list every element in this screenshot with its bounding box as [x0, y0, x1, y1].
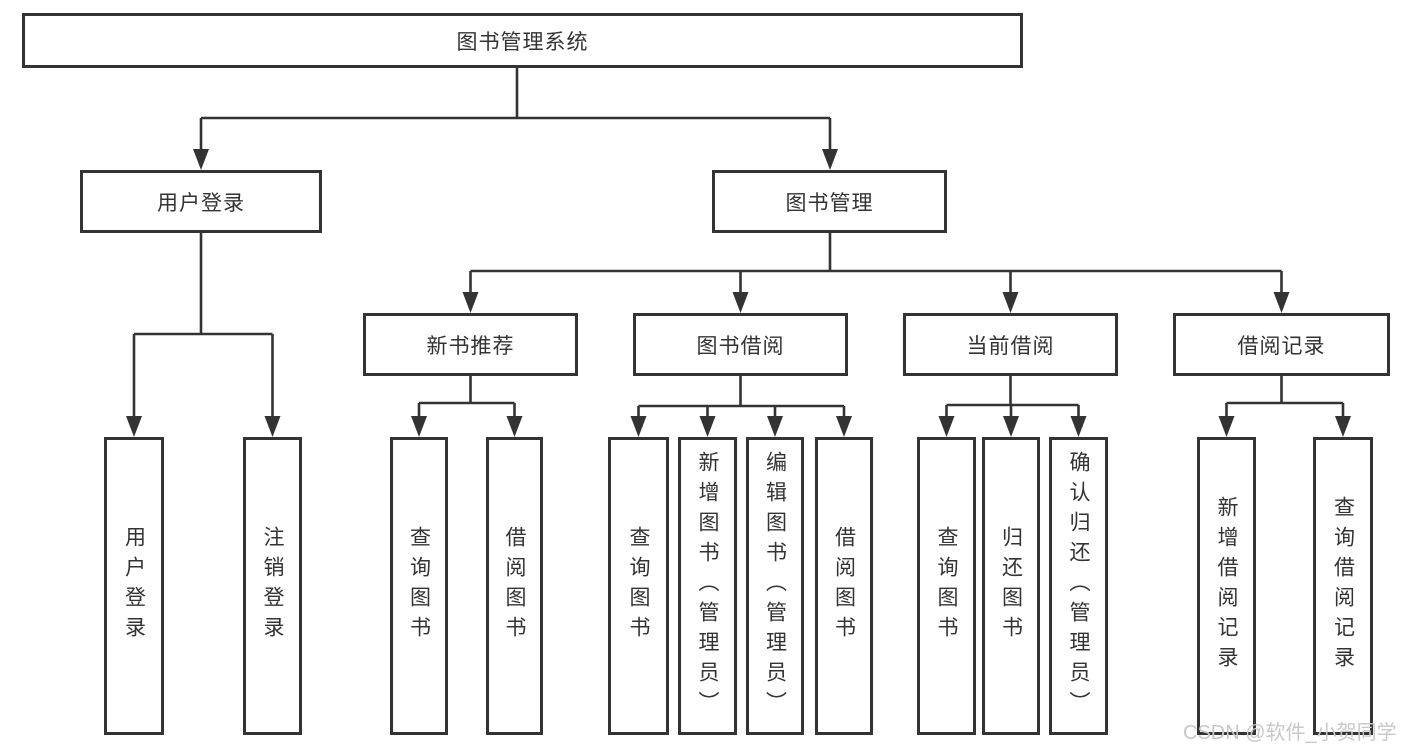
node-user-login: 用户登录	[80, 170, 322, 233]
node-book-borrowing-label: 图书借阅	[696, 334, 785, 358]
leaf-current-return-books-label: 归还图书	[999, 526, 1023, 646]
leaf-records-add-record: 新增借阅记录	[1197, 437, 1256, 735]
leaf-logout: 注销登录	[243, 437, 302, 735]
node-current-borrowing: 当前借阅	[903, 313, 1118, 376]
leaf-borrowing-edit-books-admin: 编辑图书（管理员）	[746, 437, 804, 735]
leaf-current-confirm-return-admin: 确认归还（管理员）	[1049, 437, 1108, 735]
leaf-borrowing-query-books-label: 查询图书	[627, 526, 650, 646]
leaf-recommend-query-books: 查询图书	[390, 437, 448, 735]
leaf-records-query-record-label: 查询借阅记录	[1331, 496, 1355, 676]
leaf-borrowing-query-books: 查询图书	[608, 437, 669, 735]
node-current-borrowing-label: 当前借阅	[966, 334, 1055, 358]
node-library-management-system: 图书管理系统	[22, 13, 1023, 68]
leaf-records-query-record: 查询借阅记录	[1313, 437, 1373, 735]
node-borrowing-records: 借阅记录	[1173, 313, 1390, 376]
leaf-recommend-borrow-books-label: 借阅图书	[503, 526, 526, 646]
node-new-book-recommend: 新书推荐	[363, 313, 578, 376]
node-new-book-recommend-label: 新书推荐	[426, 334, 515, 358]
leaf-borrowing-add-books-admin-label: 新增图书（管理员）	[696, 451, 719, 721]
leaf-recommend-query-books-label: 查询图书	[407, 526, 431, 646]
leaf-current-return-books: 归还图书	[982, 437, 1040, 735]
leaf-user-login: 用户登录	[104, 437, 164, 735]
leaf-borrowing-edit-books-admin-label: 编辑图书（管理员）	[763, 451, 787, 721]
node-book-borrowing: 图书借阅	[633, 313, 848, 376]
connector-paths	[132, 68, 1345, 420]
leaf-recommend-borrow-books: 借阅图书	[486, 437, 543, 735]
leaf-records-add-record-label: 新增借阅记录	[1215, 496, 1238, 676]
leaf-user-login-label: 用户登录	[122, 526, 146, 646]
node-book-management-label: 图书管理	[785, 191, 874, 215]
node-user-login-label: 用户登录	[157, 191, 245, 215]
leaf-current-query-books-label: 查询图书	[935, 526, 958, 646]
leaf-borrowing-borrow-books-label: 借阅图书	[832, 526, 856, 646]
leaf-borrowing-add-books-admin: 新增图书（管理员）	[678, 437, 737, 735]
leaf-borrowing-borrow-books: 借阅图书	[815, 437, 873, 735]
arrowhead-icons	[126, 149, 1351, 437]
leaf-logout-label: 注销登录	[261, 526, 284, 646]
leaf-current-query-books: 查询图书	[917, 437, 976, 735]
leaf-current-confirm-return-admin-label: 确认归还（管理员）	[1067, 451, 1090, 721]
watermark: CSDN @软件_小贺同学	[1183, 722, 1397, 744]
node-borrowing-records-label: 借阅记录	[1237, 334, 1326, 358]
node-root-label: 图书管理系统	[456, 30, 589, 54]
node-book-management: 图书管理	[712, 170, 947, 233]
